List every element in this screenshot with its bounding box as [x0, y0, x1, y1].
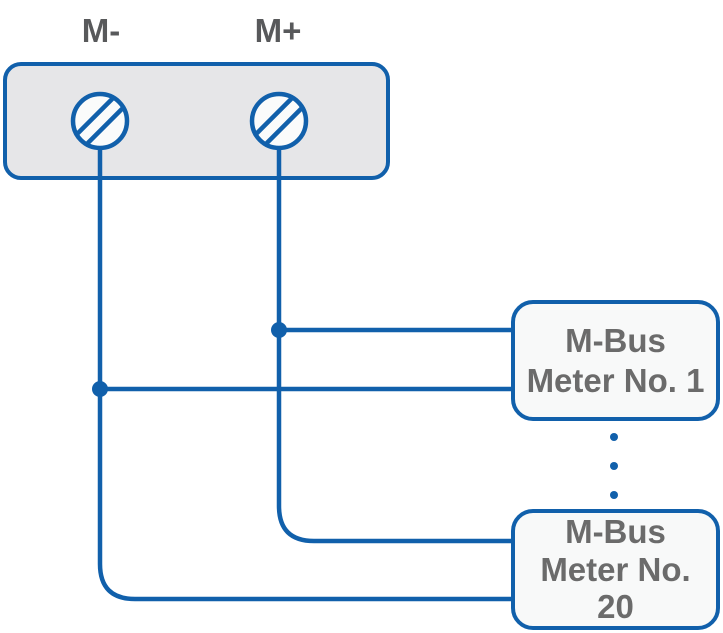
junction-dot-m-minus — [92, 381, 108, 397]
meter-1-label-line1: M-Bus — [565, 321, 666, 359]
terminal-label-m-plus: M+ — [254, 12, 302, 49]
terminal-block — [3, 62, 390, 180]
meter-20-label-line1: M-Bus — [565, 512, 666, 550]
meter-1-label-line2: Meter No. 1 — [526, 361, 705, 399]
wire-m-plus-vertical — [276, 125, 516, 544]
junction-dot-m-plus — [271, 322, 287, 338]
more-meters-dots — [610, 433, 618, 499]
meter-box-20: M-Bus Meter No. 20 — [511, 509, 720, 630]
wire-m-minus-vertical — [97, 125, 516, 602]
meter-20-label-line2: Meter No. — [540, 550, 691, 588]
meter-box-1: M-Bus Meter No. 1 — [511, 300, 720, 421]
meter-20-label-line3: 20 — [597, 588, 634, 626]
terminal-label-m-minus: M- — [81, 12, 121, 49]
